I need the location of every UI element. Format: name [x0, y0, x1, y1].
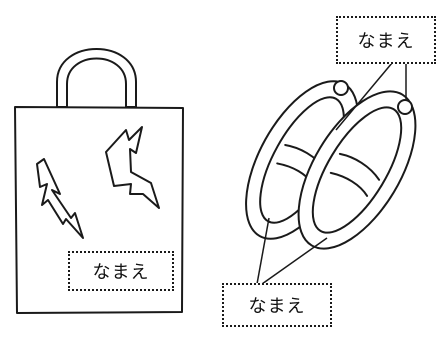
name-label-shoes-top: なまえ [336, 16, 436, 64]
lightning-icon [105, 126, 160, 209]
pointer-line [256, 217, 270, 285]
bag-handle [56, 48, 137, 108]
pointer-line [335, 62, 393, 131]
name-label-bag: なまえ [68, 251, 174, 291]
name-label-text: なまえ [92, 262, 150, 283]
lightning-icon [36, 158, 84, 239]
name-label-text: なまえ [357, 31, 415, 52]
tote-bag [14, 48, 184, 314]
shoe-heel-tab [333, 80, 349, 96]
name-label-text: なまえ [248, 296, 306, 317]
shoe-heel-tab [397, 99, 413, 115]
right-shoe [297, 90, 417, 250]
bag-body [14, 106, 184, 314]
pointer-line [261, 237, 328, 285]
label-pointers [256, 62, 407, 285]
shoes [245, 80, 417, 250]
name-label-shoes-bottom: なまえ [222, 283, 332, 327]
